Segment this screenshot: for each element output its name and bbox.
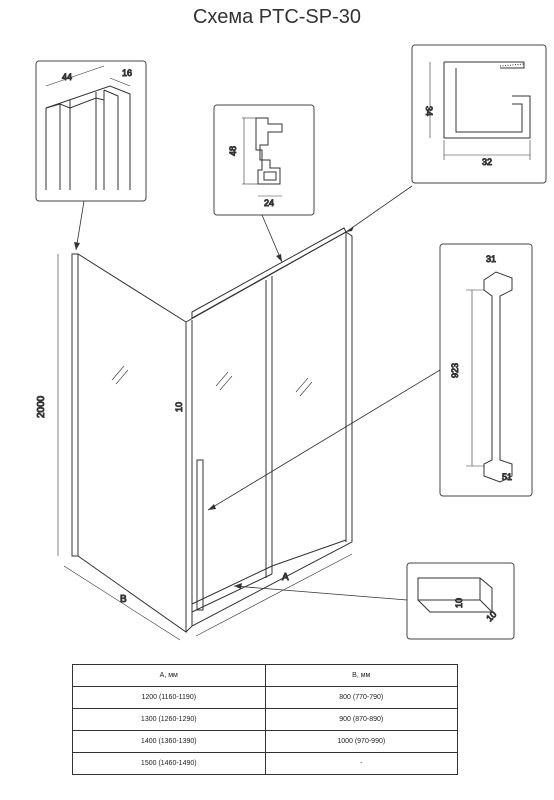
dim-34: 34: [424, 106, 434, 116]
shower-enclosure: [57, 227, 353, 641]
table-cell: -: [264, 752, 458, 775]
width-a-label: A: [282, 572, 289, 583]
dim-44: 44: [62, 72, 72, 82]
table-header-b: B, мм: [264, 664, 458, 687]
table-cell: 1000 (970-990): [264, 730, 458, 753]
page-title: Схема PTC-SP-30: [192, 6, 362, 28]
table-cell: 1300 (1260-1290): [72, 708, 266, 731]
table-cell: 1200 (1160-1190): [72, 686, 266, 709]
dim-31: 31: [486, 254, 496, 264]
width-b-label: B: [120, 594, 127, 605]
table-cell: 1400 (1360-1390): [72, 730, 266, 753]
detail-profile-right: [411, 44, 547, 184]
table-header-a: A, мм: [72, 664, 266, 687]
table-row: 1400 (1360-1390) 1000 (970-990): [72, 730, 458, 753]
table-row: 1500 (1460-1490) -: [72, 752, 458, 775]
dim-32: 32: [482, 157, 492, 167]
table-cell: 1500 (1460-1490): [72, 752, 266, 775]
glass-thickness-label: 10: [174, 402, 184, 412]
table-cell: 900 (870-890): [264, 708, 458, 731]
height-label: 2000: [36, 395, 47, 418]
table-header-row: A, мм B, мм: [72, 664, 458, 687]
dim-24: 24: [264, 198, 274, 208]
detail-bottom-guide: [406, 562, 515, 640]
detail-profile-top-left: [35, 60, 147, 202]
table-row: 1300 (1260-1290) 900 (870-890): [72, 708, 458, 731]
dim-10-b: 10: [484, 609, 498, 623]
dim-48: 48: [228, 146, 238, 156]
table-cell: 800 (770-790): [264, 686, 458, 709]
dim-923: 923: [450, 363, 460, 378]
leader-arrowheads: [74, 226, 354, 589]
detail-profile-center: [213, 104, 315, 216]
dim-51: 51: [502, 472, 512, 482]
table-row: 1200 (1160-1190) 800 (770-790): [72, 686, 458, 709]
leader-lines: [75, 185, 441, 601]
size-table: A, мм B, мм 1200 (1160-1190) 800 (770-79…: [72, 664, 458, 775]
dim-16: 16: [122, 68, 132, 78]
dim-10-a: 10: [454, 598, 464, 608]
